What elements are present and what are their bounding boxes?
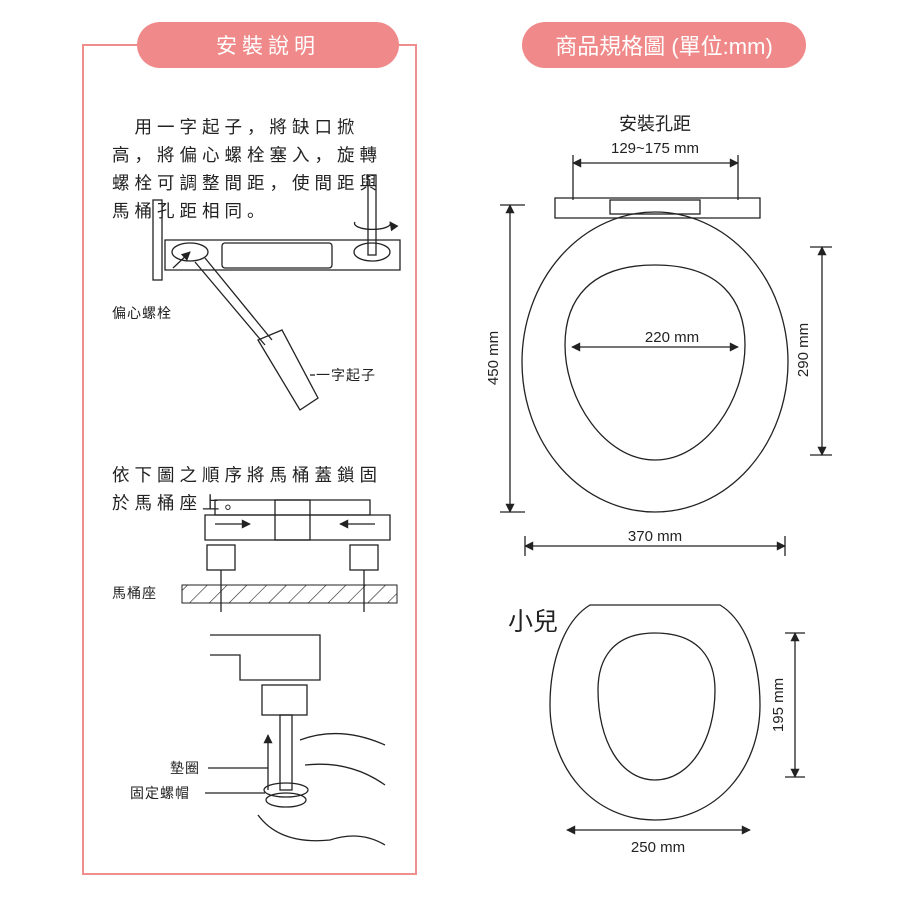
- text-line: 高，將偏心螺栓塞入，旋轉: [112, 146, 382, 166]
- child-seat-outline: [549, 604, 761, 821]
- child-seat-inner: [597, 632, 716, 781]
- label-screwdriver: 一字起子: [316, 368, 376, 384]
- nut-icon: [265, 792, 307, 808]
- adult-inner-length-label: 290 mm: [795, 323, 812, 377]
- text-line: 依下圖之順序將馬桶蓋鎖固: [112, 466, 382, 486]
- label-toilet-seat: 馬桶座: [112, 586, 157, 602]
- child-width-label: 250 mm: [631, 839, 685, 856]
- bolt-icon: [279, 714, 293, 791]
- text-line: 馬桶孔距相同。: [112, 202, 270, 222]
- label-eccentric-bolt: 偏心螺栓: [112, 306, 172, 322]
- text-line: 於馬桶座上。: [112, 494, 247, 514]
- adult-inner-width-label: 220 mm: [645, 329, 699, 346]
- step2-text: 依下圖之順序將馬桶蓋鎖固於馬桶座上。: [112, 434, 382, 546]
- child-length-label: 195 mm: [770, 678, 787, 732]
- washer-icon: [263, 782, 309, 798]
- hinge-icon: [554, 197, 761, 219]
- screwdriver-shaft: [194, 257, 273, 346]
- adult-length-label: 450 mm: [485, 331, 502, 385]
- label-nut: 固定螺帽: [130, 786, 190, 802]
- child-seat-spec: 小兒 195 mm 250 mm: [508, 604, 805, 856]
- eccentric-bolt-icon: [152, 199, 163, 281]
- spec-title: 商品規格圖 (單位:mm): [522, 22, 806, 68]
- assembly-illustration: 馬桶座 墊圈 固定螺帽: [112, 499, 398, 846]
- step1-text: 用一字起子，將缺口掀高，將偏心螺栓塞入，旋轉螺栓可調整間距，使間距與馬桶孔距相同…: [112, 86, 382, 254]
- hole-distance-value: 129~175 mm: [611, 140, 699, 157]
- adult-seat-inner: [564, 264, 746, 461]
- text-line: 螺栓可調整間距，使間距與: [112, 174, 382, 194]
- adult-width-label: 370 mm: [628, 528, 682, 545]
- adult-seat-spec: 安裝孔距 129~175 mm 450 mm 220 mm 290 mm 370…: [485, 114, 832, 556]
- hinge-bolt-illustration: 偏心螺栓 一字起子: [112, 174, 401, 411]
- bolt-icon: [367, 174, 377, 256]
- toilet-seat-section: [181, 584, 398, 604]
- hole-distance-label: 安裝孔距: [619, 114, 691, 134]
- text-line: 用一字起子，將缺口掀: [112, 118, 360, 138]
- adult-seat-outline: [521, 211, 789, 513]
- screwdriver-icon: [257, 329, 319, 411]
- child-label: 小兒: [508, 608, 558, 636]
- instructions-title: 安裝說明: [137, 22, 399, 68]
- label-washer: 墊圈: [170, 761, 200, 777]
